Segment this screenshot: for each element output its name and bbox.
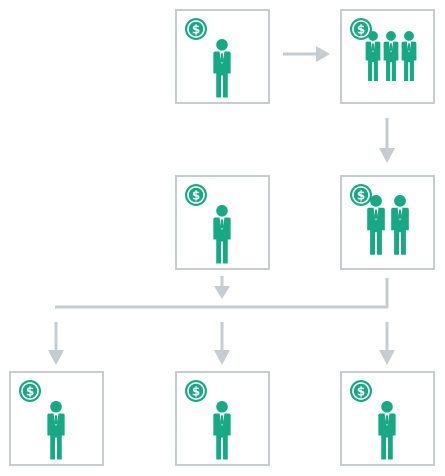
svg-text:$: $: [357, 23, 365, 37]
card-illustration: $: [350, 380, 396, 460]
card-bottom-right: $: [340, 371, 435, 466]
svg-text:$: $: [192, 385, 200, 399]
businessman-icon: [391, 195, 409, 255]
businessman-icon: [383, 31, 399, 82]
businessman-icon: [367, 195, 385, 255]
businessman-icon: [47, 401, 65, 460]
dollar-coin-icon: $: [185, 184, 207, 206]
card-illustration: $: [19, 380, 65, 460]
dollar-coin-icon: $: [185, 380, 207, 402]
dollar-coin-icon: $: [350, 18, 372, 40]
card-illustration: $: [185, 380, 231, 460]
businessman-icon: [365, 31, 381, 82]
businessman-icon: [213, 39, 231, 98]
card-top-right: $: [340, 9, 435, 104]
svg-text:$: $: [192, 189, 200, 203]
dollar-coin-icon: $: [19, 380, 41, 402]
svg-text:$: $: [357, 385, 365, 399]
arrow-down: [379, 322, 395, 365]
dollar-coin-icon: $: [350, 380, 372, 402]
dollar-coin-icon: $: [350, 184, 372, 206]
card-middle-left: $: [175, 175, 270, 270]
dollar-coin-icon: $: [185, 18, 207, 40]
arrow-down: [214, 322, 230, 365]
svg-text:$: $: [357, 189, 365, 203]
businessman-icon: [378, 401, 396, 460]
card-illustration: $: [185, 18, 231, 98]
arrow-down: [214, 276, 230, 299]
arrow-right: [283, 46, 330, 62]
businessman-icon: [213, 205, 231, 264]
card-illustration: $: [350, 18, 417, 82]
arrow-down: [48, 322, 64, 365]
card-middle-right: $: [340, 175, 435, 270]
card-bottom-center: $: [175, 371, 270, 466]
businessman-icon: [213, 401, 231, 460]
svg-text:$: $: [26, 385, 34, 399]
card-illustration: $: [185, 184, 231, 264]
card-illustration: $: [350, 184, 409, 255]
arrow-down: [379, 118, 395, 163]
businessman-icon: [401, 31, 417, 82]
svg-text:$: $: [192, 23, 200, 37]
card-top-left: $: [175, 9, 270, 104]
card-bottom-left: $: [9, 371, 104, 466]
